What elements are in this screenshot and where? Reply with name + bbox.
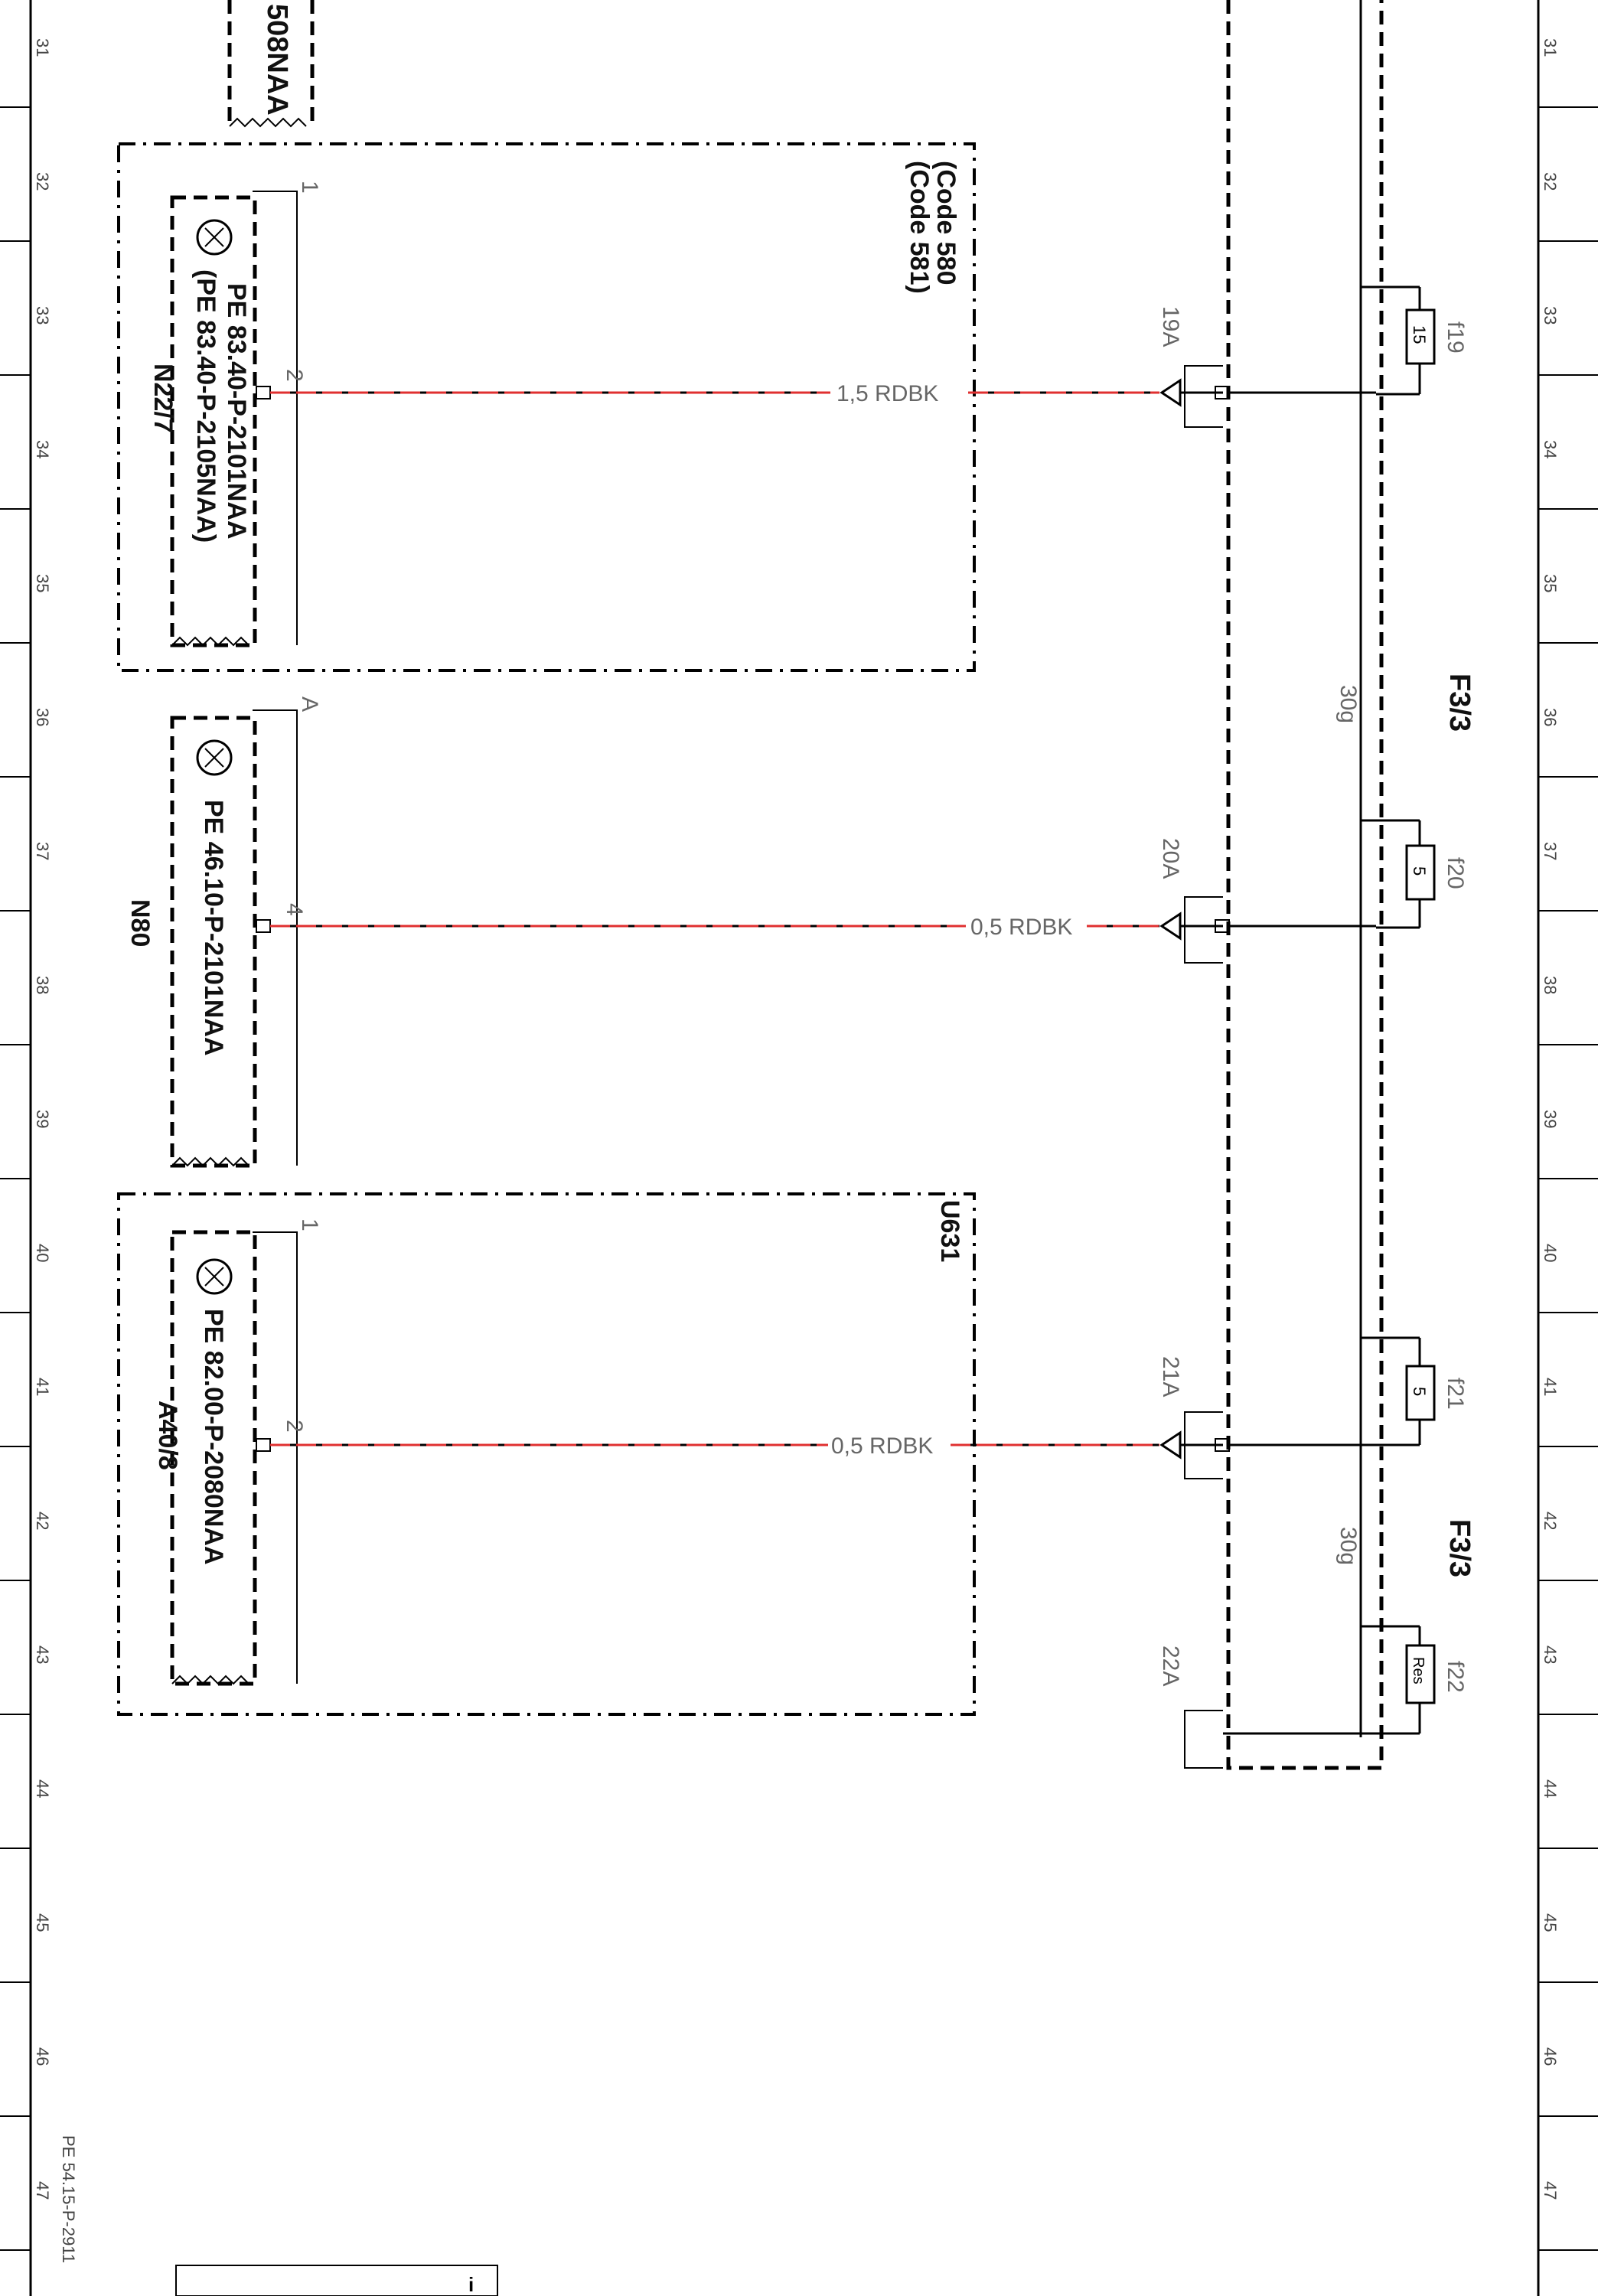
reference-box: [170, 195, 257, 647]
grid-label: 41: [33, 1378, 52, 1396]
grid-label: 35: [1541, 574, 1560, 592]
grid-label: 38: [33, 976, 52, 994]
wire-label: 0,5 RDBK: [970, 915, 1072, 940]
top-reference-text: 508NAA: [261, 4, 293, 116]
grid-label: 44: [33, 1779, 52, 1798]
grid-label: 39: [1541, 1110, 1560, 1128]
grid-label: 43: [33, 1645, 52, 1664]
grid-label: 43: [1541, 1645, 1560, 1664]
fuse-f20[interactable]: 5 f20: [1361, 819, 1468, 929]
code-label: U631: [935, 1200, 964, 1262]
pin-label: 2: [282, 1420, 307, 1433]
wire-label: 1,5 RDBK: [837, 381, 938, 406]
right-grid-labels: 31 32 33 34 35 36 37 38 39 40 41 42 43 4…: [1541, 38, 1560, 2200]
grid-label: 42: [1541, 1512, 1560, 1530]
connector-arrow-icon: [1159, 1430, 1182, 1459]
connector-arrow-icon: [1159, 912, 1182, 941]
grid-label: 39: [33, 1110, 52, 1128]
code-frame: [117, 1192, 976, 1716]
connector-pin-label: 19A: [1158, 306, 1183, 347]
top-reference-box: 508NAA: [227, 0, 315, 128]
grid-label: 33: [1541, 306, 1560, 325]
grid-label: 36: [1541, 708, 1560, 726]
pin-label: A: [297, 696, 322, 712]
grid-label: 34: [33, 440, 52, 458]
fuse-rating: 5: [1410, 1387, 1429, 1396]
fuse-name: f20: [1443, 857, 1468, 889]
component-n22-7[interactable]: (Code 580 (Code 581) 1 PE 83.40-P-2101NA…: [117, 142, 1376, 672]
grid-label: 31: [1541, 38, 1560, 57]
fuse-rating: 15: [1410, 325, 1429, 344]
component-a40-8[interactable]: U631 1 PE 82.00-P-2080NAA A40/8 2 0,5 RD…: [117, 1192, 1376, 1716]
fuse-f21[interactable]: 5 f21: [1361, 1336, 1468, 1446]
fuse-f19[interactable]: 15 f19: [1361, 285, 1468, 396]
connector-pin-label: 22A: [1158, 1645, 1183, 1686]
pin-label: 1: [297, 1218, 322, 1231]
fuse-name: f22: [1443, 1661, 1468, 1693]
pin-label: 2: [282, 369, 307, 382]
ref-text: PE 82.00-P-2080NAA: [199, 1309, 228, 1565]
grid-label: 32: [1541, 172, 1560, 191]
grid-ticks: [0, 106, 1598, 2251]
connector-pin-label: 20A: [1158, 838, 1183, 879]
grid-label: 36: [33, 708, 52, 726]
code-label: (Code 581): [905, 161, 934, 294]
ref-text: (PE 83.40-P-2105NAA): [191, 269, 220, 543]
component-id: N22/7: [148, 364, 178, 433]
component-id: A40/8: [153, 1401, 182, 1470]
fuse-rating: 5: [1410, 866, 1429, 876]
code-label: (Code 580: [931, 161, 960, 285]
ref-text: PE 83.40-P-2101NAA: [222, 283, 251, 540]
pin-label: 1: [297, 181, 322, 194]
grid-label: 46: [33, 2047, 52, 2066]
reference-box: [170, 1230, 257, 1686]
grid-label: 38: [1541, 976, 1560, 994]
grid-label: 45: [1541, 1913, 1560, 1932]
grid-label: 45: [33, 1913, 52, 1932]
fuse-name: f21: [1443, 1378, 1468, 1410]
reference-box: [170, 716, 257, 1168]
ground-transistor-icon: [196, 1258, 233, 1295]
connector-pin-label: 21A: [1158, 1356, 1183, 1397]
pin-label: 4: [282, 903, 307, 916]
grid-label: 47: [1541, 2181, 1560, 2200]
ground-transistor-icon: [196, 739, 233, 776]
wire-label: 0,5 RDBK: [831, 1433, 933, 1459]
grid-label: 33: [33, 306, 52, 325]
code-frame: [117, 142, 976, 672]
grid-label: 42: [33, 1512, 52, 1530]
fuse-name: f19: [1443, 321, 1468, 354]
fuse-block-label: F3/3: [1443, 1519, 1476, 1577]
grid-label: 40: [33, 1244, 52, 1262]
grid-label: 31: [33, 38, 52, 57]
grid-label: 32: [33, 172, 52, 191]
page-reference: PE 54.15-P-2911: [59, 2135, 78, 2263]
grid-label: 34: [1541, 440, 1560, 458]
fuse-rating: Res: [1410, 1657, 1427, 1684]
ground-transistor-icon: [196, 219, 233, 256]
fuse-block-label: F3/3: [1443, 673, 1476, 732]
component-n80[interactable]: A PE 46.10-P-2101NAA N80 4 0,5 RDBK 20A: [126, 696, 1376, 1168]
bus-label: 30g: [1335, 1527, 1361, 1565]
fuse-f22[interactable]: Res f22 22A: [1158, 1625, 1468, 1769]
grid-label: 47: [33, 2181, 52, 2200]
grid-label: 46: [1541, 2047, 1560, 2066]
grid-label: 35: [33, 574, 52, 592]
title-block-fragment: [175, 2265, 498, 2296]
connector-arrow-icon: [1159, 378, 1182, 407]
ref-text: PE 46.10-P-2101NAA: [199, 800, 228, 1056]
grid-label: 40: [1541, 1244, 1560, 1262]
info-icon: i: [468, 2273, 474, 2296]
grid-label: 37: [33, 842, 52, 860]
left-grid-labels: 31 32 33 34 35 36 37 38 39 40 41 42 43 4…: [33, 38, 52, 2200]
bus-label: 30g: [1335, 685, 1361, 723]
grid-label: 44: [1541, 1779, 1560, 1798]
grid-label: 37: [1541, 842, 1560, 860]
grid-label: 41: [1541, 1378, 1560, 1396]
fuse-block-outline: [1226, 0, 1384, 1770]
component-id: N80: [126, 899, 155, 947]
